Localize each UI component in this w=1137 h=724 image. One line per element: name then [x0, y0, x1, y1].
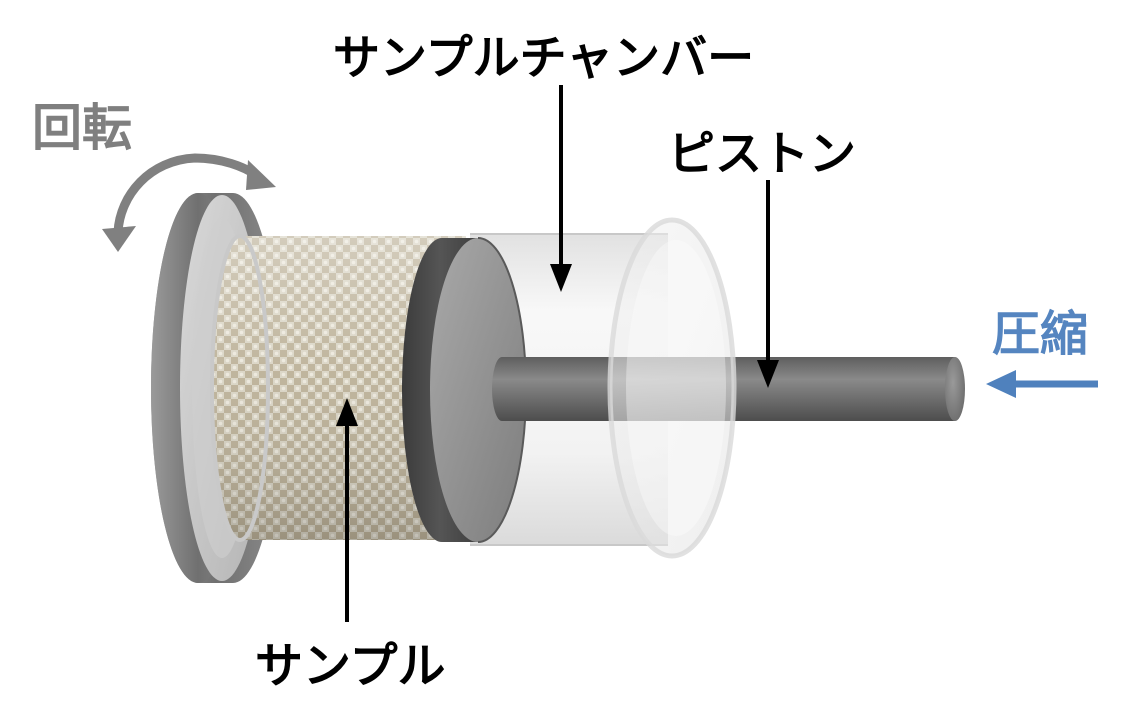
sample-callout-arrow — [336, 398, 358, 622]
piston-head — [402, 237, 527, 543]
chamber-rim — [607, 217, 737, 559]
chamber-callout-arrow — [550, 85, 572, 292]
piston-label: ピストン — [668, 127, 856, 182]
sample-body — [210, 234, 466, 542]
piston-callout-arrow — [757, 180, 779, 388]
sample-chamber-label: サンプルチャンバー — [333, 31, 754, 86]
sample-label: サンプル — [255, 638, 446, 694]
compression-label: 圧縮 — [992, 306, 1088, 362]
rotation-arrow-icon — [102, 153, 276, 252]
rotation-label: 回転 — [32, 99, 132, 157]
compression-arrow-icon — [986, 370, 1098, 398]
